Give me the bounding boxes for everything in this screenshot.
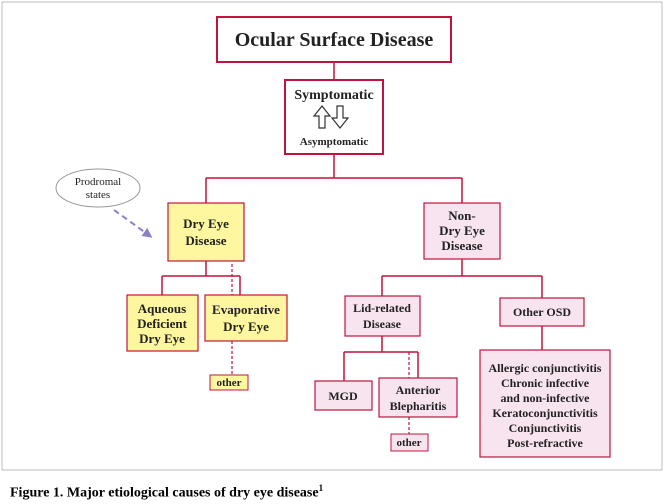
- osd-list-item: and non-infective: [500, 391, 590, 405]
- prodromal-label-line-1: Prodromal: [75, 176, 121, 188]
- evaporative-box: [204, 294, 288, 342]
- connector-lines: [161, 62, 543, 381]
- mgd-label: MGD: [328, 389, 358, 403]
- title-text: Ocular Surface Disease: [235, 29, 434, 51]
- blepharitis-other-label: other: [396, 437, 421, 449]
- osd-list-item: Keratoconjunctivitis: [492, 406, 598, 420]
- aqueous-label-line-3: Dry Eye: [139, 331, 185, 346]
- blepharitis-other-box: [390, 433, 429, 452]
- lid-related-label-line-1: Lid-related: [353, 301, 411, 315]
- prodromal-label-line-2: states: [86, 189, 110, 201]
- prodromal-arrow: [113, 209, 153, 238]
- aqueous-label-line-2: Deficient: [137, 316, 187, 331]
- evaporative-other-box: [209, 374, 249, 391]
- anterior-blepharitis-label-line-2: Blepharitis: [390, 399, 447, 413]
- dry-eye-disease-box: [167, 202, 245, 262]
- aqueous-label-line-1: Aqueous: [138, 301, 186, 316]
- dashed-lines: [231, 264, 410, 434]
- lid-related-box: [344, 295, 421, 337]
- non-dry-eye-label-line-3: Disease: [441, 238, 482, 253]
- dry-eye-label-line-1: Dry Eye: [183, 216, 229, 231]
- figure-caption: Figure 1. Major etiological causes of dr…: [10, 483, 323, 502]
- lid-related-label-line-2: Disease: [363, 317, 402, 331]
- figure-caption-reference: 1: [318, 483, 324, 493]
- dry-eye-label-line-2: Disease: [185, 233, 226, 248]
- osd-list-item: Post-refractive: [507, 436, 583, 450]
- non-dry-eye-label-line-1: Non-: [448, 208, 475, 223]
- evaporative-label-line-2: Dry Eye: [223, 319, 269, 334]
- osd-list-item: Chronic infective: [501, 376, 590, 390]
- prodromal-ellipse: [55, 168, 141, 208]
- mgd-box: [314, 380, 373, 411]
- symptomatic-label: Symptomatic: [294, 88, 373, 103]
- anterior-blepharitis-label-line-1: Anterior: [396, 383, 441, 397]
- asymptomatic-label: Asymptomatic: [300, 136, 369, 148]
- evaporative-label-line-1: Evaporative: [212, 302, 280, 317]
- other-osd-box: [499, 297, 585, 327]
- symptomatic-box: [284, 79, 384, 155]
- title-box: [216, 16, 452, 63]
- aqueous-deficient-box: [126, 294, 199, 352]
- other-osd-list-box: [479, 349, 611, 458]
- non-dry-eye-disease-box: [423, 202, 501, 260]
- osd-list-item: Allergic conjunctivitis: [489, 361, 602, 375]
- anterior-blepharitis-box: [378, 377, 458, 418]
- non-dry-eye-label-line-2: Dry Eye: [439, 223, 485, 238]
- evaporative-other-label: other: [216, 377, 241, 389]
- osd-list-item: Conjunctivitis: [509, 421, 582, 435]
- figure-caption-text: Figure 1. Major etiological causes of dr…: [10, 485, 319, 501]
- other-osd-label: Other OSD: [513, 305, 571, 319]
- up-down-arrows-icon: [312, 105, 350, 129]
